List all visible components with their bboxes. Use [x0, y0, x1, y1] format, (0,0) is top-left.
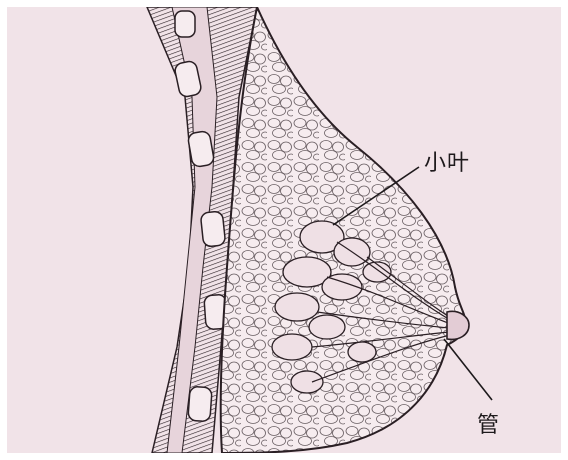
- leader-line-duct: [444, 339, 492, 400]
- label-duct: 管: [477, 407, 500, 439]
- label-lobule: 小叶: [424, 145, 470, 177]
- breast-anatomy-illustration: [7, 7, 561, 453]
- anatomy-figure: 小叶 管: [7, 7, 561, 453]
- nipple: [447, 311, 469, 339]
